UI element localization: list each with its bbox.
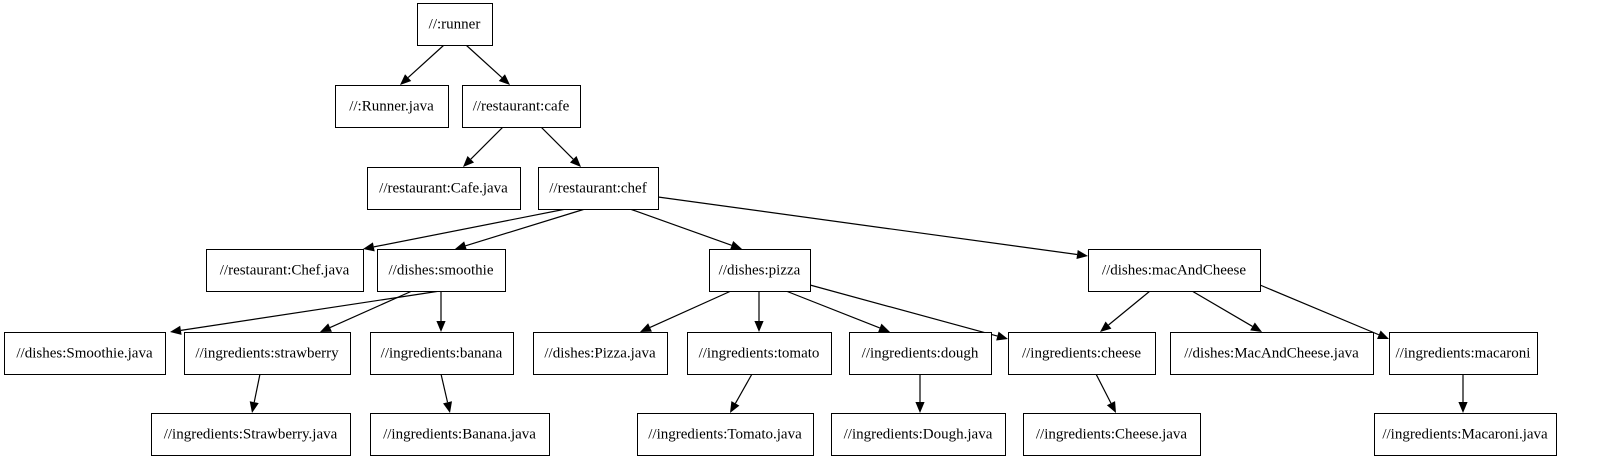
graph-edge: [320, 290, 413, 332]
graph-node[interactable]: //restaurant:Chef.java: [206, 249, 364, 292]
graph-node[interactable]: //ingredients:Banana.java: [370, 413, 550, 456]
graph-node-label: //ingredients:Banana.java: [383, 426, 536, 442]
graph-node-label: //ingredients:macaroni: [1396, 345, 1531, 361]
graph-edge: [249, 373, 261, 413]
graph-node-label: //ingredients:cheese: [1022, 345, 1141, 361]
graph-edge: [629, 208, 742, 250]
graph-node[interactable]: //ingredients:Macaroni.java: [1374, 413, 1557, 456]
graph-node-label: //dishes:pizza: [719, 262, 801, 278]
graph-edge: [400, 44, 445, 85]
graph-edge: [465, 44, 510, 85]
graph-edge: [1100, 290, 1151, 332]
graph-node-label: //ingredients:tomato: [699, 345, 820, 361]
graph-node-label: //dishes:Smoothie.java: [16, 345, 153, 361]
nodes-layer: //:runner //:Runner.java //restaurant:cafe…: [4, 3, 1557, 456]
graph-node-label: //ingredients:Macaroni.java: [1382, 426, 1548, 442]
graph-node-label: //:runner: [429, 16, 481, 32]
graph-node-label: //dishes:Pizza.java: [544, 345, 656, 361]
graph-edge: [363, 208, 567, 252]
graph-node[interactable]: //restaurant:cafe: [462, 85, 581, 128]
graph-node[interactable]: //ingredients:Cheese.java: [1023, 413, 1201, 456]
graph-edge: [540, 126, 581, 167]
graph-node-label: //restaurant:cafe: [473, 98, 570, 114]
graph-edge: [915, 374, 925, 413]
graph-node-label: //ingredients:strawberry: [195, 345, 339, 361]
graph-edge: [455, 208, 586, 251]
graph-edge: [1095, 373, 1116, 413]
graph-edge: [1191, 290, 1262, 332]
graph-node[interactable]: //dishes:pizza: [709, 249, 811, 292]
graph-node-label: //restaurant:Cafe.java: [379, 180, 508, 196]
graph-node[interactable]: //dishes:macAndCheese: [1088, 249, 1261, 292]
graph-node[interactable]: //restaurant:Cafe.java: [367, 167, 521, 210]
graph-node[interactable]: //dishes:Smoothie.java: [4, 332, 166, 375]
graph-node-label: //dishes:macAndCheese: [1102, 262, 1246, 278]
graph-edge: [436, 291, 446, 332]
graph-node[interactable]: //ingredients:Dough.java: [831, 413, 1006, 456]
graph-node-label: //ingredients:Tomato.java: [648, 426, 802, 442]
graph-edge: [809, 284, 1008, 341]
edges-layer: [170, 44, 1468, 413]
graph-node[interactable]: //dishes:smoothie: [377, 249, 506, 292]
graph-edge: [170, 290, 441, 335]
graph-edge: [463, 126, 504, 167]
graph-node-label: //dishes:smoothie: [389, 262, 494, 278]
graph-node[interactable]: //ingredients:dough: [849, 332, 992, 375]
graph-node-label: //:Runner.java: [349, 98, 434, 114]
graph-node[interactable]: //restaurant:chef: [538, 167, 659, 210]
graph-edge: [754, 291, 764, 332]
graph-node-label: //restaurant:Chef.java: [220, 262, 350, 278]
graph-node[interactable]: //:runner: [417, 3, 493, 46]
graph-node-label: //ingredients:Dough.java: [844, 426, 993, 442]
graph-edge: [1458, 374, 1468, 413]
graph-node[interactable]: //ingredients:cheese: [1008, 332, 1156, 375]
graph-node-label: //ingredients:banana: [381, 345, 503, 361]
graph-node[interactable]: //dishes:Pizza.java: [533, 332, 668, 375]
graph-node-label: //restaurant:chef: [549, 180, 646, 196]
graph-node[interactable]: //ingredients:banana: [370, 332, 514, 375]
graph-node[interactable]: //ingredients:Tomato.java: [637, 413, 814, 456]
graph-node[interactable]: //:Runner.java: [335, 85, 449, 128]
graph-node[interactable]: //ingredients:strawberry: [184, 332, 351, 375]
graph-node[interactable]: //ingredients:macaroni: [1389, 332, 1538, 375]
graph-node[interactable]: //dishes:MacAndCheese.java: [1170, 332, 1374, 375]
graph-edge: [640, 290, 732, 332]
graph-node-label: //ingredients:Strawberry.java: [164, 426, 338, 442]
graph-node-label: //ingredients:Cheese.java: [1036, 426, 1188, 442]
graph-edge: [730, 373, 753, 413]
graph-edge: [657, 196, 1088, 260]
graph-edge: [1259, 284, 1389, 339]
graph-node-label: //ingredients:dough: [862, 345, 979, 361]
graph-edge: [440, 373, 453, 413]
graph-node[interactable]: //ingredients:Strawberry.java: [151, 413, 351, 456]
graph-edge: [785, 290, 890, 333]
graph-node-label: //dishes:MacAndCheese.java: [1184, 345, 1359, 361]
graph-node[interactable]: //ingredients:tomato: [687, 332, 832, 375]
